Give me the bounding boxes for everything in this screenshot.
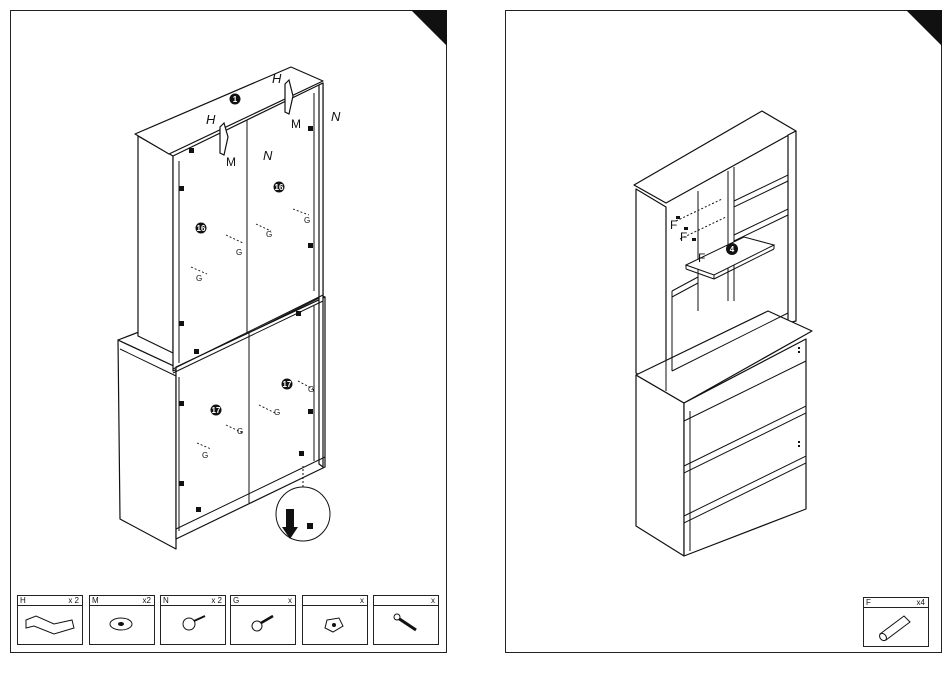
callout-H-left: H [206, 112, 216, 127]
callout-F-2: F [680, 230, 687, 244]
part-number-16b: 16 [196, 223, 207, 234]
part-number-1: 1 [230, 94, 241, 105]
cabinet-shelf-assembly-drawing: F F F 4 [506, 11, 941, 652]
callout-F-3: F [698, 251, 705, 265]
washer-icon [90, 606, 154, 644]
callout-G-4: G [304, 216, 310, 225]
cabinet-back-assembly-drawing: H H M M N N 1 16 16 17 17 G G G G G G [11, 11, 446, 652]
callout-M-top: M [291, 117, 301, 131]
callout-G-6: G [237, 427, 243, 436]
callout-G-2: G [236, 248, 242, 257]
assembly-page-left: H H M M N N 1 16 16 17 17 G G G G G G [10, 10, 447, 653]
part-number-16a: 16 [274, 182, 285, 193]
callout-N-left: N [263, 148, 273, 163]
hardware-box-cam: x [302, 595, 368, 645]
part-number-4: 4 [726, 243, 738, 255]
callout-N-top: N [331, 109, 341, 124]
svg-text:4: 4 [730, 245, 735, 254]
cam-lock-icon [303, 606, 367, 644]
hardware-box-wood-screw: x [373, 595, 439, 645]
callout-F-1: F [670, 218, 677, 232]
part-number-17b: 17 [211, 405, 222, 416]
svg-text:17: 17 [283, 380, 292, 389]
svg-text:16: 16 [197, 224, 206, 233]
callout-G-1: G [266, 230, 272, 239]
screw-icon [231, 606, 295, 644]
callout-G-3: G [196, 274, 202, 283]
svg-text:16: 16 [275, 183, 284, 192]
svg-text:1: 1 [233, 95, 238, 104]
hinge-icon [18, 606, 82, 644]
knob-screw-icon [161, 606, 225, 644]
dowel-icon [864, 608, 928, 646]
svg-text:17: 17 [212, 406, 221, 415]
callout-H-top: H [272, 71, 282, 86]
callout-M-left: M [226, 155, 236, 169]
callout-G-8: G [308, 385, 314, 394]
wood-screw-icon [374, 606, 438, 644]
callout-G-7: G [274, 408, 280, 417]
callout-G-5: G [202, 451, 208, 460]
part-number-17a: 17 [282, 379, 293, 390]
